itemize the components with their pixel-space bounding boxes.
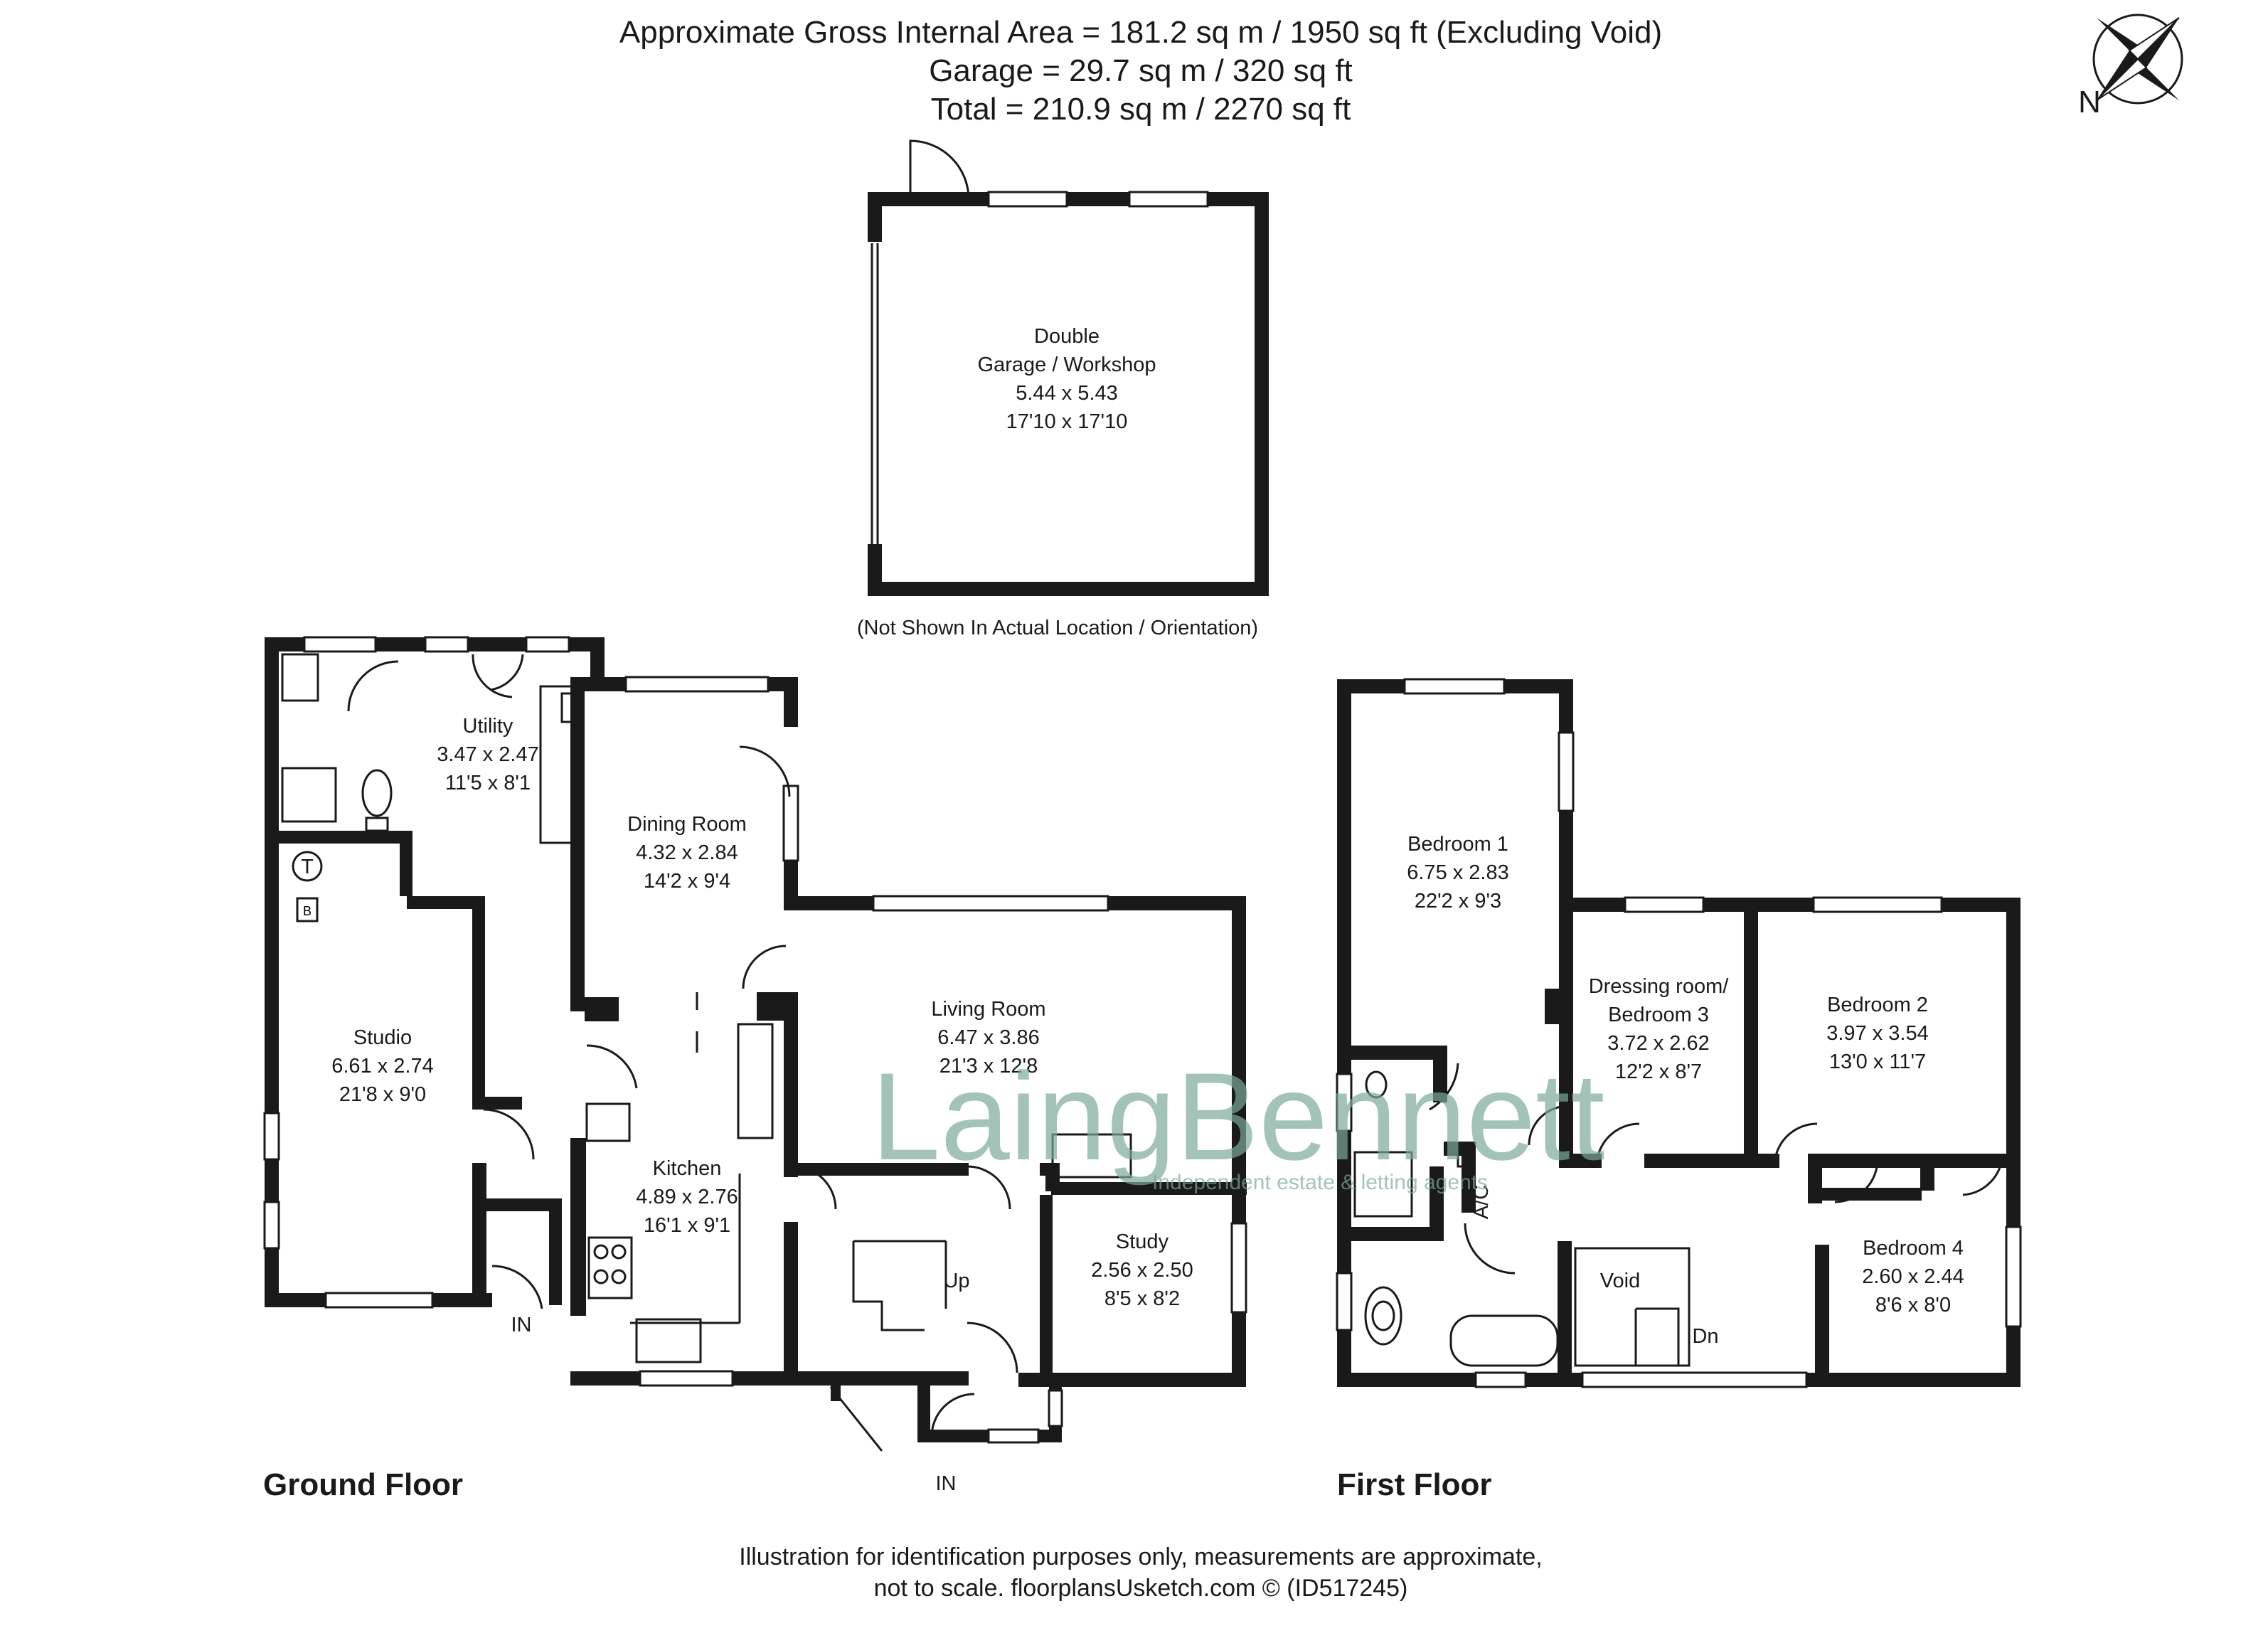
disclaimer-line-2: not to scale. floorplansUsketch.com © (I… — [874, 1575, 1408, 1602]
entrance-label-side: IN — [511, 1314, 532, 1336]
boiler-icon: B — [296, 897, 319, 922]
room-bedroom-1: Bedroom 1 6.75 x 2.83 22'2 x 9'3 — [1407, 833, 1509, 913]
bed2-metric: 3.97 x 3.54 — [1826, 1022, 1929, 1045]
dining-imperial: 14'2 x 9'4 — [644, 870, 730, 893]
boiler-label: B — [303, 904, 312, 918]
compass-north-label: N — [2078, 85, 2101, 119]
dressing-name-1: Dressing room/ — [1589, 975, 1730, 998]
bed1-imperial: 22'2 x 9'3 — [1415, 890, 1501, 913]
study-metric: 2.56 x 2.50 — [1091, 1259, 1193, 1282]
room-dressing: Dressing room/ Bedroom 3 3.72 x 2.62 12'… — [1589, 975, 1730, 1083]
room-kitchen: Kitchen 4.89 x 2.76 16'1 x 9'1 — [636, 1157, 738, 1237]
dining-metric: 4.32 x 2.84 — [636, 841, 738, 864]
thermostat-icon: T — [292, 851, 323, 882]
kitchen-imperial: 16'1 x 9'1 — [644, 1214, 730, 1237]
ground-floor-title: Ground Floor — [263, 1467, 463, 1502]
room-utility: Utility 3.47 x 2.47 11'5 x 8'1 — [437, 715, 539, 794]
area-summary: Approximate Gross Internal Area = 181.2 … — [619, 15, 1662, 127]
garage-imperial: 17'10 x 17'10 — [1006, 410, 1128, 433]
utility-metric: 3.47 x 2.47 — [437, 743, 539, 766]
garage-metric: 5.44 x 5.43 — [1016, 382, 1118, 405]
living-name: Living Room — [931, 998, 1045, 1021]
ground-floor-fixtures — [281, 653, 1132, 1437]
entrance-label-front: IN — [936, 1472, 957, 1495]
bed4-imperial: 8'6 x 8'0 — [1875, 1294, 1951, 1317]
airing-cupboard-label: A/C — [1470, 1185, 1493, 1219]
dining-name: Dining Room — [627, 813, 747, 836]
watermark-brand: LaingBennett — [871, 1048, 1604, 1186]
garage-area-text: Garage = 29.7 sq m / 320 sq ft — [929, 53, 1353, 88]
first-floor-windows — [1336, 678, 2022, 1388]
bed2-name: Bedroom 2 — [1827, 994, 1928, 1016]
bed2-imperial: 13'0 x 11'7 — [1829, 1051, 1926, 1073]
studio-metric: 6.61 x 2.74 — [331, 1055, 434, 1078]
room-living: Living Room 6.47 x 3.86 21'3 x 12'8 — [931, 998, 1045, 1078]
room-study: Study 2.56 x 2.50 8'5 x 8'2 — [1091, 1230, 1193, 1310]
study-imperial: 8'5 x 8'2 — [1104, 1287, 1180, 1310]
room-dining: Dining Room 4.32 x 2.84 14'2 x 9'4 — [627, 813, 747, 893]
first-floor-title: First Floor — [1337, 1467, 1492, 1502]
dressing-imperial: 12'2 x 8'7 — [1615, 1060, 1702, 1083]
utility-imperial: 11'5 x 8'1 — [445, 772, 531, 794]
disclaimer-line-1: Illustration for identification purposes… — [739, 1543, 1543, 1570]
garage-name-2: Garage / Workshop — [978, 353, 1156, 376]
room-studio: Studio 6.61 x 2.74 21'8 x 9'0 — [331, 1026, 434, 1106]
compass-rose-icon — [2092, 14, 2183, 105]
stairs-down-label: Dn — [1692, 1325, 1718, 1348]
room-bedroom-4: Bedroom 4 2.60 x 2.44 8'6 x 8'0 — [1862, 1237, 1964, 1317]
kitchen-metric: 4.89 x 2.76 — [636, 1186, 738, 1208]
dressing-metric: 3.72 x 2.62 — [1607, 1032, 1710, 1055]
bed4-name: Bedroom 4 — [1863, 1237, 1964, 1260]
first-floor-fixtures — [1353, 1063, 2003, 1367]
study-name: Study — [1116, 1230, 1169, 1253]
ground-floor-windows — [263, 636, 1247, 1444]
gross-area-text: Approximate Gross Internal Area = 181.2 … — [619, 15, 1662, 50]
studio-name: Studio — [353, 1026, 412, 1049]
bed4-metric: 2.60 x 2.44 — [1862, 1265, 1964, 1288]
bed1-name: Bedroom 1 — [1407, 833, 1508, 856]
ground-floor-walls — [265, 637, 1247, 1452]
garage-label: Double Garage / Workshop 5.44 x 5.43 17'… — [978, 325, 1156, 433]
garage-name-1: Double — [1034, 325, 1100, 348]
bed1-metric: 6.75 x 2.83 — [1407, 861, 1509, 884]
watermark-tagline: Independent estate & letting agents — [1152, 1171, 1488, 1194]
studio-imperial: 21'8 x 9'0 — [339, 1083, 426, 1106]
void-label: Void — [1600, 1270, 1640, 1292]
garage-outline — [868, 139, 1269, 596]
room-bedroom-2: Bedroom 2 3.97 x 3.54 13'0 x 11'7 — [1826, 994, 1929, 1073]
dressing-name-2: Bedroom 3 — [1608, 1004, 1709, 1026]
total-area-text: Total = 210.9 sq m / 2270 sq ft — [931, 92, 1351, 127]
utility-name: Utility — [463, 715, 513, 738]
kitchen-name: Kitchen — [653, 1157, 722, 1180]
living-imperial: 21'3 x 12'8 — [939, 1055, 1038, 1078]
thermostat-label: T — [301, 856, 314, 878]
garage-location-note: (Not Shown In Actual Location / Orientat… — [857, 617, 1258, 639]
stairs-up-label: Up — [943, 1270, 969, 1292]
living-metric: 6.47 x 3.86 — [937, 1026, 1040, 1049]
